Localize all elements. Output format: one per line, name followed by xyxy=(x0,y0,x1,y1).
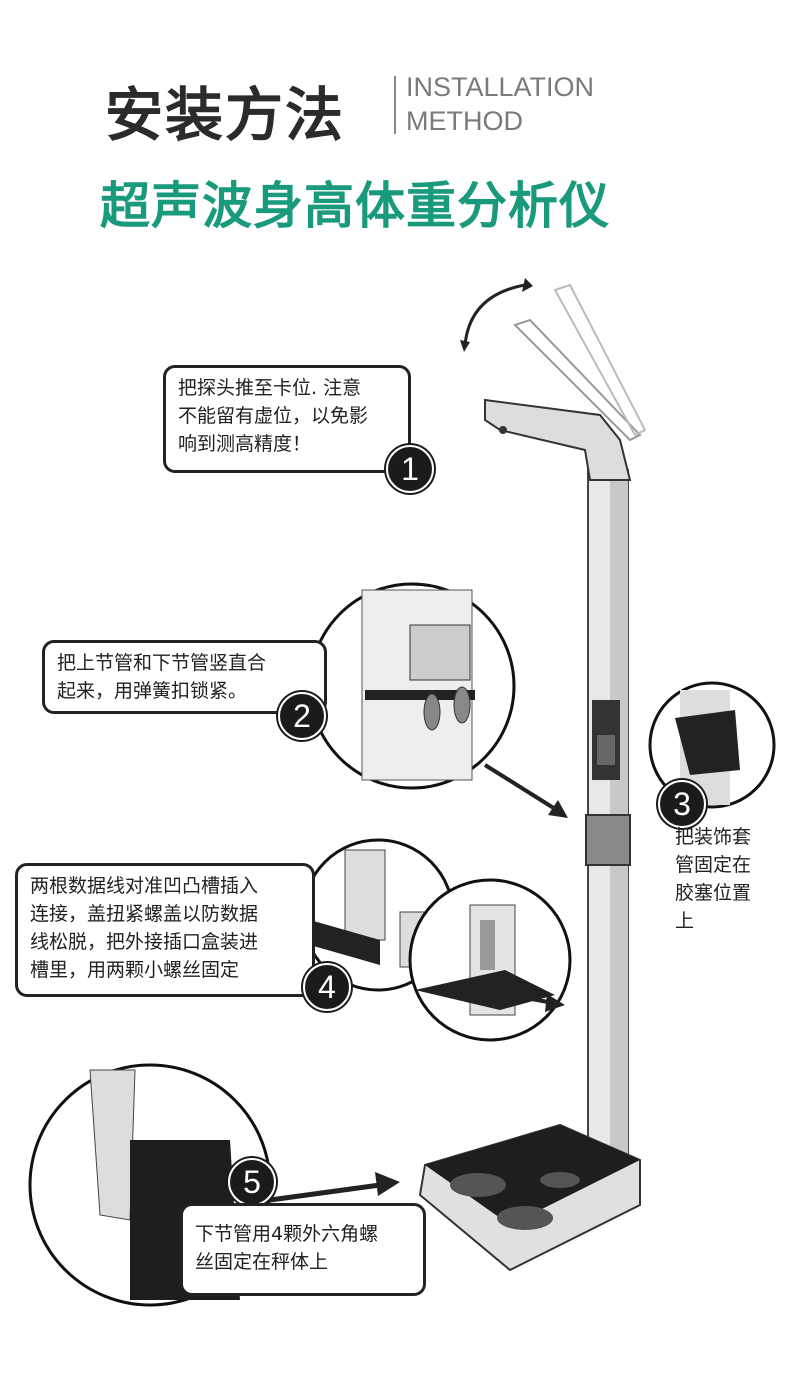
step-text: 下节管用4颗外六角螺 xyxy=(195,1223,379,1245)
step-4-number: 4 xyxy=(303,963,351,1011)
rotate-arrow-icon xyxy=(463,283,526,346)
step-text: 把探头推至卡位. 注意 xyxy=(178,377,362,399)
step-text: 把上节管和下节管竖直合 xyxy=(57,652,267,674)
step-text: 槽里，用两颗小螺丝固定 xyxy=(30,959,240,981)
product-subtitle: 超声波身高体重分析仪 xyxy=(100,177,610,235)
step-5-number: 5 xyxy=(228,1158,276,1206)
step-text: 线松脱，把外接插口盒装进 xyxy=(30,931,259,953)
step-text: 上 xyxy=(675,910,695,932)
title-en-line2: METHOD xyxy=(406,106,523,136)
step-text: 胶塞位置 xyxy=(675,882,752,904)
step-1-callout: 把探头推至卡位. 注意 不能留有虚位，以免影 响到测高精度！ xyxy=(163,365,411,473)
title-en-line1: INSTALLATION xyxy=(406,72,595,102)
step-2-callout: 把上节管和下节管竖直合 起来，用弹簧扣锁紧。 xyxy=(42,640,327,714)
page-title: 安装方法 xyxy=(105,81,346,149)
step-5-callout: 下节管用4颗外六角螺 丝固定在秤体上 xyxy=(180,1203,426,1296)
step-text: 响到测高精度！ xyxy=(178,433,312,455)
step-3-text: 把装饰套 管固定在 胶塞位置 上 xyxy=(675,823,751,935)
step-1-number: 1 xyxy=(386,445,434,493)
step-4-callout: 两根数据线对准凹凸槽插入 连接，盖扭紧螺盖以防数据 线松脱，把外接插口盒装进 槽… xyxy=(15,863,315,997)
step-2-number: 2 xyxy=(278,692,326,740)
step-text: 两根数据线对准凹凸槽插入 xyxy=(30,875,259,897)
step-text: 不能留有虚位，以免影 xyxy=(178,405,369,427)
step-text: 连接，盖扭紧螺盖以防数据 xyxy=(30,903,259,925)
step-text: 丝固定在秤体上 xyxy=(195,1251,329,1273)
step-3-number: 3 xyxy=(658,780,706,828)
step-text: 把装饰套 xyxy=(675,826,752,848)
step-text: 管固定在 xyxy=(675,854,752,876)
title-divider xyxy=(394,76,396,134)
step-text: 起来，用弹簧扣锁紧。 xyxy=(57,680,248,702)
